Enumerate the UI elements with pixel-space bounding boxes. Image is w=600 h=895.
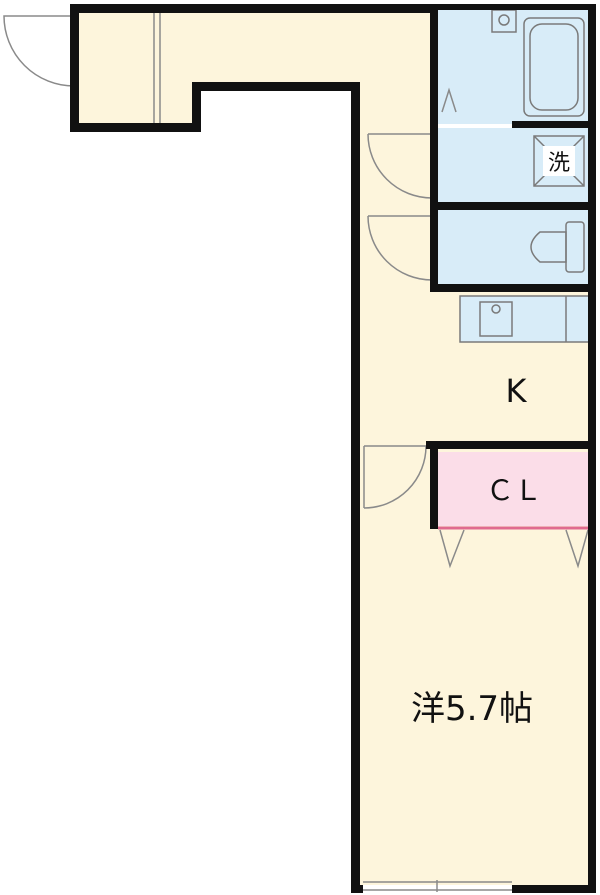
kitchen-label: K xyxy=(506,372,528,410)
wall-bottom-left xyxy=(351,885,363,893)
sink-tap-icon xyxy=(491,304,501,314)
wall-closet-top xyxy=(426,441,596,449)
walls xyxy=(70,4,596,893)
floor-fills xyxy=(74,8,591,885)
wall-toilet-bottom xyxy=(430,284,596,292)
wall-wash-bottom xyxy=(430,202,596,210)
wall-corridor-bottom-2 xyxy=(192,82,360,91)
wall-corridor-bottom xyxy=(70,123,201,132)
wall-wet-left xyxy=(430,4,438,292)
bath-drain-icon xyxy=(498,14,510,26)
wall-bath-bottom xyxy=(512,121,596,128)
toilet-bowl-icon xyxy=(530,231,567,263)
wall-closet-left xyxy=(430,441,438,529)
washroom-door-swing xyxy=(367,133,433,199)
wall-bottom-right xyxy=(512,885,596,893)
washer-space xyxy=(533,135,585,187)
bathroom-floor xyxy=(436,10,590,124)
bathtub xyxy=(523,17,585,117)
closet-label: ＣＬ xyxy=(486,474,542,507)
balcony-window xyxy=(363,880,512,892)
room-door-swing xyxy=(363,445,427,509)
closet-door-left xyxy=(439,529,465,569)
closet-door-right xyxy=(565,529,589,569)
closet-floor xyxy=(438,452,588,526)
entrance-corridor-floor xyxy=(74,8,436,130)
entry-door-swing xyxy=(3,15,75,87)
kitchen-counter xyxy=(459,295,591,343)
wall-corridor-step xyxy=(192,82,201,132)
fixtures: 洗 xyxy=(441,9,585,342)
bathtub-inner xyxy=(529,23,579,111)
washer-label: 洗 xyxy=(548,151,570,176)
toilet-door-swing xyxy=(367,215,433,281)
western-room-label: 洋5.7帖 xyxy=(411,689,533,729)
bath-door-swing xyxy=(441,87,457,113)
wall-left xyxy=(351,82,360,890)
wall-top xyxy=(70,4,434,13)
washer-label-bg xyxy=(543,146,575,176)
wall-corridor-left xyxy=(70,4,79,132)
wall-wet-top xyxy=(430,4,596,10)
toilet-floor xyxy=(436,210,590,286)
sink-basin-icon xyxy=(479,301,513,337)
